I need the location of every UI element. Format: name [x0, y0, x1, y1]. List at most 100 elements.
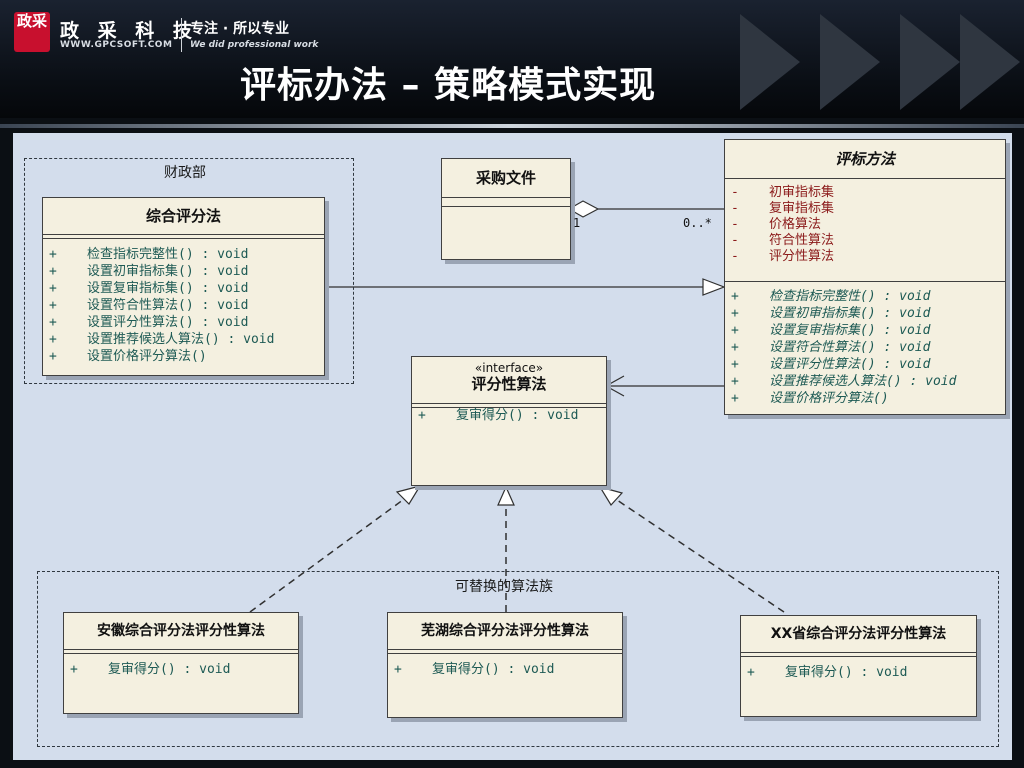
- operation-text: 设置符合性算法() : void: [87, 298, 249, 313]
- operation-row: + 设置价格评分算法(): [731, 390, 889, 407]
- class-procurement-document[interactable]: 采购文件: [441, 158, 571, 260]
- visibility-marker: +: [731, 357, 739, 372]
- operation-text: 设置初审指标集() : void: [87, 264, 249, 279]
- operation-text: 复审得分() : void: [108, 662, 231, 677]
- class-name: 评标方法: [725, 140, 1005, 179]
- company-website: WWW.GPCSOFT.COM: [60, 40, 173, 50]
- header-divider: [181, 18, 182, 52]
- operation-row: + 设置评分性算法() : void: [49, 314, 248, 331]
- operation-row: + 复审得分() : void: [747, 664, 907, 681]
- slide-title: 评标办法 – 策略模式实现: [240, 65, 657, 106]
- class-anhui-algorithm[interactable]: 安徽综合评分法评分性算法 + 复审得分() : void: [63, 612, 299, 714]
- class-name: 芜湖综合评分法评分性算法: [388, 613, 622, 650]
- visibility-marker: +: [731, 289, 739, 304]
- realization-line-anhui: [249, 493, 412, 613]
- operation-row: + 设置复审指标集() : void: [731, 322, 930, 339]
- class-xx-province-algorithm[interactable]: XX省综合评分法评分性算法 + 复审得分() : void: [740, 615, 977, 717]
- class-comprehensive-scoring[interactable]: 综合评分法 +检查指标完整性() : void +设置初审指标集() : voi…: [42, 197, 325, 376]
- visibility-marker: +: [49, 332, 57, 347]
- attribute-row: -初审指标集: [731, 184, 834, 201]
- visibility-marker: +: [70, 662, 78, 677]
- attribute-row: - 评分性算法: [731, 248, 834, 265]
- class-attributes: [741, 653, 976, 657]
- visibility-marker: -: [731, 233, 739, 248]
- visibility-marker: +: [49, 298, 57, 313]
- operation-text: 设置评分性算法() : void: [87, 315, 249, 330]
- attribute-text: 复审指标集: [769, 201, 835, 216]
- interface-header: «interface» 评分性算法: [412, 361, 606, 404]
- realization-arrowhead: [395, 485, 422, 505]
- group-finance-label: 财政部: [164, 165, 206, 181]
- slide-header: 政采 政 采 科 技 WWW.GPCSOFT.COM 专注 · 所以专业 We …: [0, 0, 1024, 118]
- operation-row: + 复审得分() : void: [70, 661, 230, 678]
- class-name: 评分性算法: [471, 375, 547, 393]
- operation-text: 检查指标完整性() : void: [87, 247, 249, 262]
- visibility-marker: +: [731, 323, 739, 338]
- operation-row: +设置价格评分算法(): [49, 348, 207, 365]
- class-attributes: [412, 404, 606, 408]
- chevron-decoration: [960, 14, 1020, 110]
- visibility-marker: +: [49, 281, 57, 296]
- operation-text: 检查指标完整性() : void: [769, 289, 931, 304]
- operation-text: 设置推荐候选人算法() : void: [87, 332, 275, 347]
- operation-text: 设置符合性算法() : void: [769, 340, 931, 355]
- operation-row: + 设置评分性算法() : void: [731, 356, 930, 373]
- visibility-marker: +: [418, 408, 426, 423]
- realization-arrowhead: [497, 485, 515, 506]
- group-algorithms-label: 可替换的算法族: [455, 579, 553, 595]
- visibility-marker: +: [49, 315, 57, 330]
- operation-row: +设置复审指标集() : void: [49, 280, 248, 297]
- compartment-divider: [725, 281, 1005, 282]
- visibility-marker: +: [731, 391, 739, 406]
- class-attributes: [64, 650, 298, 654]
- aggregation-diamond: [567, 200, 600, 218]
- class-name: 综合评分法: [43, 198, 324, 235]
- class-name: XX省综合评分法评分性算法: [741, 616, 976, 653]
- operation-text: 设置评分性算法() : void: [769, 357, 931, 372]
- operation-row: + 复审得分() : void: [418, 407, 578, 424]
- attribute-text: 评分性算法: [769, 249, 835, 264]
- operation-text: 复审得分() : void: [456, 408, 579, 423]
- class-attributes: [43, 235, 324, 239]
- class-body: [442, 198, 570, 207]
- slogan-english: We did professional work: [190, 40, 319, 50]
- visibility-marker: -: [731, 249, 739, 264]
- operation-row: + 检查指标完整性() : void: [49, 246, 248, 263]
- group-finance: [24, 158, 354, 384]
- operation-row: +复审得分() : void: [394, 661, 554, 678]
- operation-text: 设置复审指标集() : void: [769, 323, 931, 338]
- class-name: 采购文件: [442, 159, 570, 198]
- visibility-marker: +: [49, 247, 57, 262]
- multiplicity-one: 1: [573, 216, 581, 230]
- class-wuhu-algorithm[interactable]: 芜湖综合评分法评分性算法 +复审得分() : void: [387, 612, 623, 718]
- operation-row: +设置初审指标集() : void: [49, 263, 248, 280]
- operation-row: +设置符合性算法() : void: [731, 339, 930, 356]
- visibility-marker: +: [731, 374, 739, 389]
- stereotype-label: «interface»: [474, 361, 544, 375]
- realization-line-xx: [610, 495, 785, 613]
- class-attributes: [388, 650, 622, 654]
- operation-text: 复审得分() : void: [432, 662, 555, 677]
- multiplicity-many: 0..*: [683, 216, 712, 230]
- attribute-text: 初审指标集: [769, 185, 835, 200]
- class-name: 安徽综合评分法评分性算法: [64, 613, 298, 650]
- attribute-row: - 复审指标集: [731, 200, 834, 217]
- operation-text: 复审得分() : void: [785, 665, 908, 680]
- chevron-decoration: [740, 14, 800, 110]
- class-evaluation-method[interactable]: 评标方法 -初审指标集 -复审指标集 -价格算法 -符合性算法 -评分性算法 +…: [724, 139, 1006, 415]
- company-name: 政 采 科 技: [60, 20, 198, 42]
- operation-text: 设置价格评分算法(): [769, 391, 889, 406]
- operation-row: + 设置推荐候选人算法() : void: [49, 331, 274, 348]
- visibility-marker: -: [731, 201, 739, 216]
- visibility-marker: +: [747, 665, 755, 680]
- operation-row: + 检查指标完整性() : void: [731, 288, 930, 305]
- interface-scoring-algorithm[interactable]: «interface» 评分性算法 + 复审得分() : void: [411, 356, 607, 486]
- attribute-text: 价格算法: [769, 217, 822, 232]
- operation-row: +设置推荐候选人算法() : void: [731, 373, 956, 390]
- visibility-marker: +: [49, 349, 57, 364]
- slogan: 专注 · 所以专业: [190, 21, 290, 37]
- operation-text: 设置初审指标集() : void: [769, 306, 931, 321]
- company-logo-icon: 政采: [14, 12, 50, 52]
- visibility-marker: -: [731, 217, 739, 232]
- group-algorithms: [37, 571, 999, 747]
